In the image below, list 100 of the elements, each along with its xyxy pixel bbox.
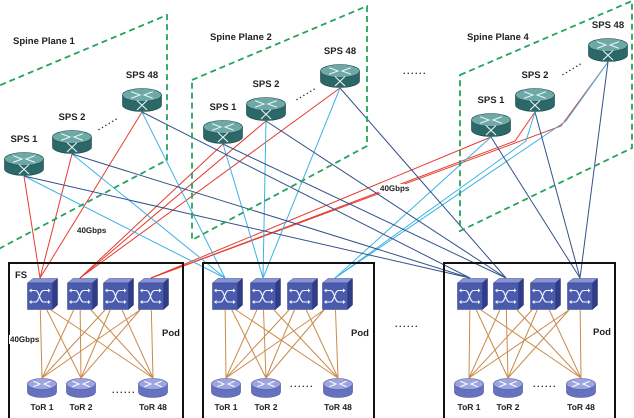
switch-icon — [493, 278, 524, 310]
link-line — [226, 310, 258, 378]
device-label: ToR 48 — [567, 402, 595, 413]
device-label: ToR 1 — [214, 402, 238, 413]
link-line — [42, 310, 106, 378]
link-line — [231, 310, 266, 378]
link-line — [142, 112, 470, 278]
link-line — [468, 310, 500, 378]
link-line — [40, 112, 142, 278]
ellipsis: ...... — [403, 66, 428, 76]
pod-label: Pod — [162, 328, 180, 339]
link-line — [335, 310, 338, 378]
link-line — [580, 310, 582, 378]
link-line — [24, 176, 226, 278]
link-line — [50, 310, 154, 378]
device-label: SPS 2 — [522, 70, 548, 81]
link-line — [42, 310, 74, 378]
link-line — [508, 310, 570, 378]
link-line — [226, 310, 324, 378]
ellipsis: ...... — [533, 379, 558, 389]
device-label: SPS 48 — [592, 20, 624, 31]
device-label: ToR 1 — [458, 402, 480, 413]
link-line — [476, 310, 508, 378]
bandwidth-label: 40Gbps — [379, 184, 410, 193]
link-line — [490, 136, 580, 278]
link-line — [90, 310, 154, 378]
plane-label: Spine Plane 1 — [13, 37, 75, 47]
link-line — [222, 144, 264, 278]
device-label: SPS 2 — [58, 112, 86, 123]
device-label: SPS 1 — [10, 134, 38, 145]
switch-icon — [567, 278, 598, 310]
device-label: SPS 2 — [252, 79, 280, 90]
switch-icon — [530, 278, 561, 310]
pod-frame — [202, 262, 375, 418]
link-line — [80, 310, 111, 378]
link-line — [266, 120, 506, 278]
ellipsis: ...... — [292, 82, 318, 102]
link-line — [80, 120, 266, 278]
group-label: FS — [15, 270, 28, 281]
ellipsis: ...... — [112, 385, 136, 395]
link-line — [226, 310, 290, 378]
device-label: ToR 2 — [254, 402, 278, 413]
link-line — [263, 310, 266, 378]
device-label: ToR 48 — [139, 402, 167, 413]
device-label: SPS 1 — [210, 102, 236, 113]
pod-frame — [443, 262, 616, 418]
link-line — [24, 176, 470, 278]
link-line — [80, 88, 340, 278]
link-line — [534, 112, 580, 278]
ellipsis: ...... — [558, 56, 584, 78]
link-line — [274, 310, 338, 378]
device-label: SPS 48 — [126, 70, 158, 81]
link-line — [42, 310, 140, 378]
link-line — [236, 310, 338, 378]
switch-icon — [212, 278, 243, 310]
link-line — [266, 310, 295, 378]
link-line — [150, 310, 154, 378]
link-line — [72, 154, 470, 278]
link-line — [306, 310, 338, 378]
link-line — [150, 136, 492, 278]
bandwidth-label: 40Gbps — [9, 335, 40, 344]
link-line — [262, 88, 340, 278]
device-label: SPS 48 — [324, 46, 356, 57]
pod-label: Pod — [351, 328, 369, 339]
ellipsis: ...... — [94, 112, 120, 132]
device-label: ToR 2 — [70, 402, 92, 413]
link-line — [80, 310, 82, 378]
link-line — [24, 176, 40, 278]
switch-icon — [103, 278, 134, 310]
link-line — [480, 310, 582, 378]
switch-icon — [250, 278, 281, 310]
link-line — [468, 310, 570, 378]
link-line — [40, 310, 42, 378]
device-label: SPS 1 — [478, 95, 504, 106]
switch-icon — [27, 278, 58, 310]
pod-label: Pod — [593, 327, 611, 338]
link-line — [40, 154, 72, 278]
link-line — [334, 136, 492, 278]
link-line — [580, 62, 608, 278]
link-line — [468, 310, 532, 378]
bandwidth-label: 40Gbps — [76, 226, 108, 235]
switch-icon — [138, 278, 169, 310]
switch-icon — [287, 278, 318, 310]
link-line — [468, 310, 470, 378]
link-line — [224, 310, 226, 378]
switch-icon — [457, 278, 488, 310]
link-line — [340, 88, 506, 278]
switch-icon — [67, 278, 98, 310]
link-line — [142, 112, 226, 278]
link-line — [122, 310, 154, 378]
device-label: ToR 1 — [30, 402, 54, 413]
link-line — [266, 310, 324, 378]
link-line — [262, 120, 266, 278]
link-line — [508, 310, 538, 378]
link-line — [506, 310, 508, 378]
plane-label: Spine Plane 4 — [467, 33, 529, 43]
ellipsis: ...... — [395, 319, 420, 329]
switch-icon — [322, 278, 353, 310]
link-line — [516, 310, 582, 378]
ellipsis: ...... — [290, 379, 314, 389]
